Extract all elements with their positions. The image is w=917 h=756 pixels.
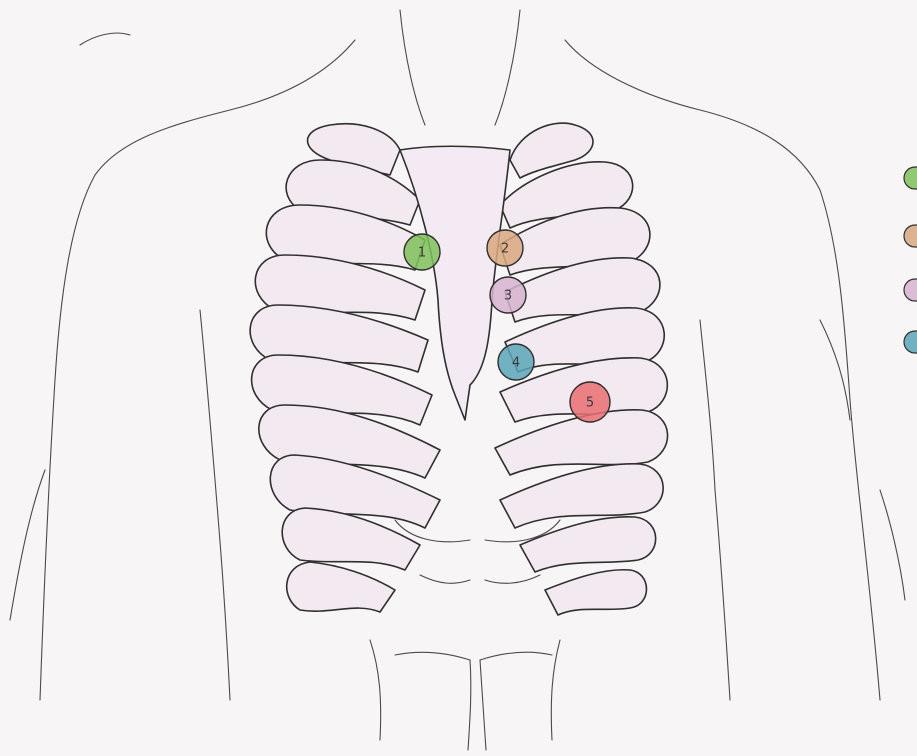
marker-3: 3 [490, 277, 526, 313]
marker-4: 4 [498, 344, 534, 380]
marker-2-label: 2 [501, 242, 509, 257]
marker-5-label: 5 [586, 396, 594, 411]
legend [904, 167, 917, 353]
legend-item-2 [904, 225, 917, 247]
marker-4-label: 4 [512, 356, 520, 371]
legend-item-3 [904, 279, 917, 301]
marker-1-label: 1 [418, 246, 426, 261]
legend-item-4 [904, 331, 917, 353]
legend-item-1 [904, 167, 917, 189]
marker-5: 5 [570, 382, 610, 422]
marker-1: 1 [404, 234, 440, 270]
marker-2: 2 [487, 230, 523, 266]
marker-3-label: 3 [504, 289, 512, 304]
